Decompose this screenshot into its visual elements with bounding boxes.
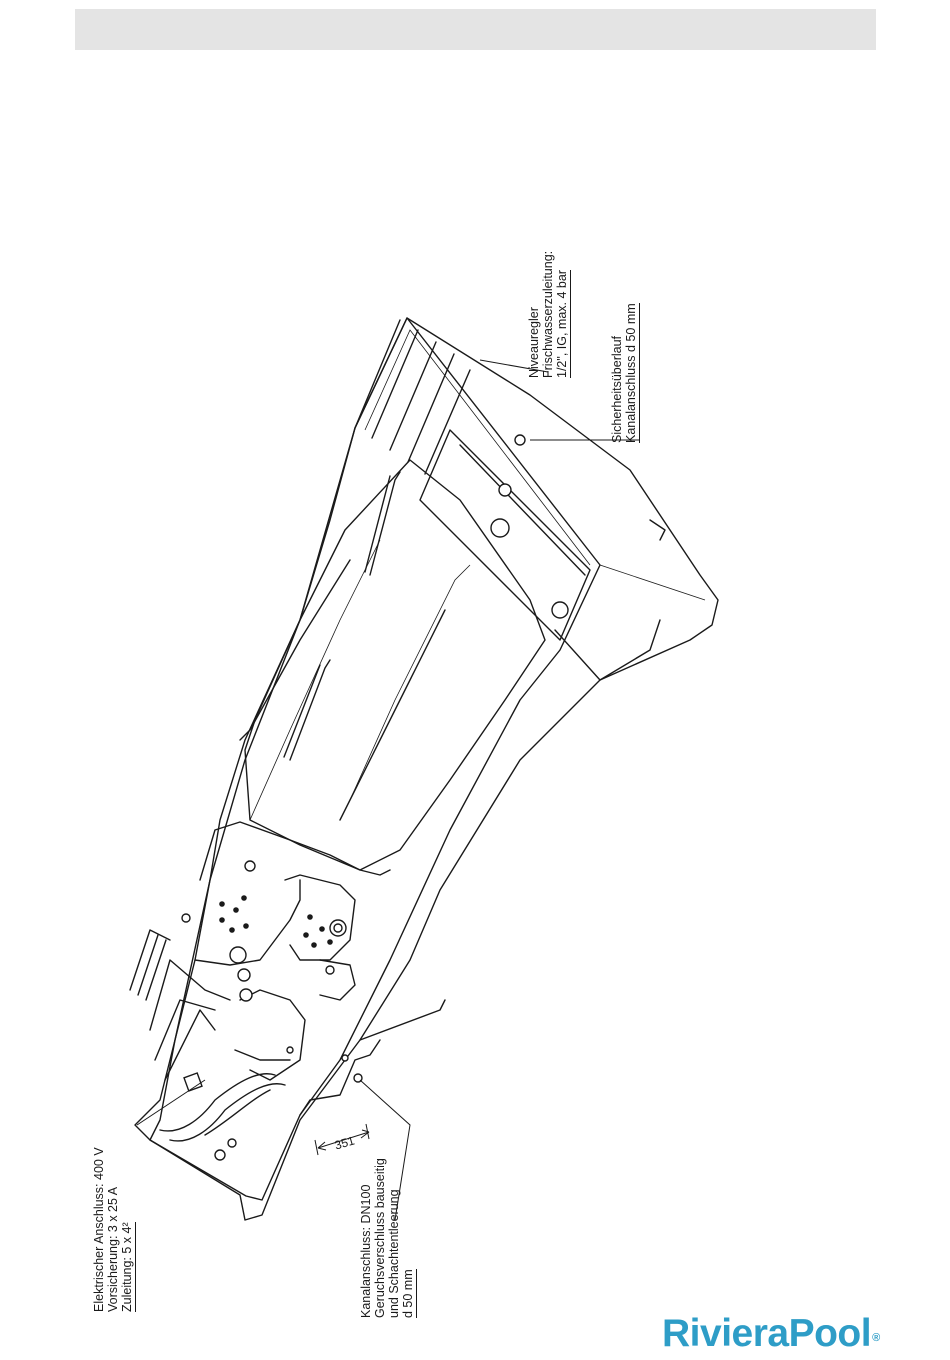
level-regulator-line-1: Niveauregler <box>527 251 541 378</box>
level-regulator-line-2: Frischwasserzuleitung: <box>541 251 555 378</box>
rivierapool-logo: RivieraPool® <box>662 1312 880 1356</box>
electrical-line-2: Vorsicherung: 3 x 25 A <box>106 1147 120 1312</box>
drain-line-2: Geruchsverschluss bauseitig <box>373 1158 387 1318</box>
drain-line-4: d 50 mm <box>401 1269 417 1318</box>
drain-connection-label: Kanalanschluss: DN100 Geruchsverschluss … <box>359 1158 417 1318</box>
electrical-connection-label: Elektrischer Anschluss: 400 V Vorsicheru… <box>92 1147 136 1312</box>
registered-mark: ® <box>872 1332 880 1344</box>
overflow-label: Sicherheitsüberlauf Kanalanschluss d 50 … <box>610 303 640 443</box>
overflow-line-2: Kanalanschluss d 50 mm <box>624 303 640 443</box>
level-regulator-line-3: 1/2", IG, max. 4 bar <box>555 270 571 378</box>
electrical-line-1: Elektrischer Anschluss: 400 V <box>92 1147 106 1312</box>
drain-line-3: und Schachtentleerung <box>387 1158 401 1318</box>
electrical-line-3: Zuleitung: 5 x 4² <box>120 1222 136 1312</box>
drain-line-1: Kanalanschluss: DN100 <box>359 1158 373 1318</box>
logo-text: RivieraPool <box>662 1312 871 1355</box>
level-regulator-label: Niveauregler Frischwasserzuleitung: 1/2"… <box>527 251 571 378</box>
overflow-line-1: Sicherheitsüberlauf <box>610 303 624 443</box>
